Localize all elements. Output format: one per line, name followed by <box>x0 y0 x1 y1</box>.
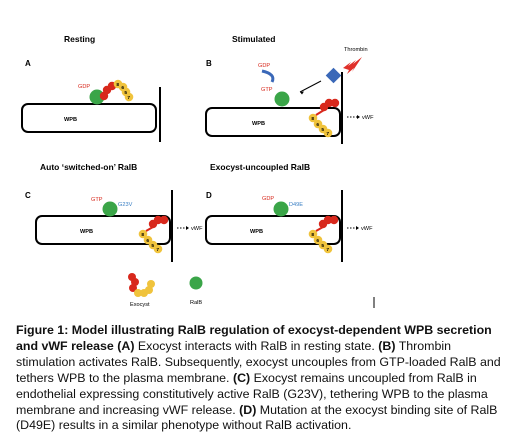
bead-number: 7 <box>326 247 329 253</box>
gtp-label: GTP <box>261 87 273 93</box>
caption-tag-b: (B) <box>378 338 396 353</box>
ralb-protein <box>274 91 290 107</box>
ralb-protein <box>273 201 289 217</box>
ralb-protein <box>102 201 118 217</box>
gdp-label: GDP <box>78 84 90 90</box>
vwf-label: vWF <box>361 226 373 232</box>
bead-number: 7 <box>156 247 159 253</box>
header-stimulated: Stimulated <box>232 34 275 44</box>
bead-number: 7 <box>127 95 130 101</box>
vwf-label: vWF <box>362 115 374 121</box>
bead-number: 6 <box>316 238 319 244</box>
exocyst-complex: 8 6 5 7 <box>308 215 339 254</box>
bead-number: 8 <box>116 82 119 88</box>
caption-text-d: Mutation at the exocyst binding site of … <box>16 402 498 433</box>
legend: Exocyst RalB <box>128 273 203 308</box>
gdp-release-arrow <box>261 69 275 83</box>
exocyst-complex: 8 6 5 7 <box>138 215 169 254</box>
legend-ralb-icon <box>189 276 203 290</box>
gdp-label: GDP <box>258 63 270 69</box>
ralb-protein <box>89 89 105 105</box>
bead-number: 5 <box>321 243 324 249</box>
legend-ralb-label: RalB <box>190 300 202 306</box>
d49e-label: D49E <box>289 202 303 208</box>
wpb-label: WPB <box>250 229 263 235</box>
header-auto-switched-on: Auto ‘switched-on’ RalB <box>40 162 137 172</box>
gtp-label: GTP <box>91 197 103 203</box>
panel-label-a: A <box>25 59 31 68</box>
panel-label-d: D <box>206 191 212 200</box>
wpb-label: WPB <box>80 229 93 235</box>
header-resting: Resting <box>64 34 95 44</box>
wpb-vesicle <box>21 103 157 133</box>
caption-text-b: Thrombin stimulation activates RalB. Sub… <box>16 338 501 385</box>
caption-tag-d: (D) <box>239 402 257 417</box>
gdp-label: GDP <box>262 196 274 202</box>
bead-number: 8 <box>311 116 314 122</box>
bead-number: 5 <box>321 127 324 133</box>
thrombin-receptor <box>325 67 342 84</box>
bead-number: 7 <box>326 131 329 137</box>
thrombin-bolt-icon <box>343 57 362 74</box>
panel-c: WPB GTP G23V 8 6 5 7 vWF <box>35 190 203 262</box>
g23v-label: G23V <box>118 202 133 208</box>
bead-number: 8 <box>311 232 314 238</box>
panel-d: WPB GDP D49E 8 6 5 7 vWF <box>205 190 373 262</box>
bead-number: 5 <box>124 90 127 96</box>
figure-caption: Figure 1: Model illustrating RalB regula… <box>16 323 510 434</box>
model-diagram: Resting Stimulated Auto ‘switched-on’ Ra… <box>21 34 375 308</box>
bead-number: 8 <box>141 232 144 238</box>
panel-label-c: C <box>25 191 31 200</box>
header-exocyst-uncoupled: Exocyst-uncoupled RalB <box>210 162 310 172</box>
panel-b: WPB Thrombin GDP GTP 8 6 5 7 vWF <box>205 47 374 144</box>
legend-exocyst-label: Exocyst <box>130 302 150 308</box>
wpb-vesicle <box>205 215 341 245</box>
thrombin-label: Thrombin <box>344 47 368 53</box>
wpb-vesicle <box>35 215 171 245</box>
wpb-label: WPB <box>252 121 265 127</box>
bead-number: 6 <box>316 122 319 128</box>
panel-label-b: B <box>206 59 212 68</box>
caption-tag-c: (C) <box>232 370 251 385</box>
panel-a: WPB GDP 8 6 5 7 <box>21 79 161 142</box>
caption-title: Figure 1: Model illustrating RalB regula… <box>16 323 492 353</box>
bead-number: 5 <box>151 243 154 249</box>
caption-text-a: Exocyst interacts with RalB in resting s… <box>137 338 375 353</box>
vwf-label: vWF <box>191 226 203 232</box>
bead-number: 6 <box>121 85 124 91</box>
caption-text-c: Exocyst remains uncoupled from RalB in e… <box>16 370 488 417</box>
caption-tag-a: (A) <box>117 338 135 353</box>
wpb-label: WPB <box>64 117 77 123</box>
exocyst-complex: 8 6 5 7 <box>99 79 134 102</box>
wpb-vesicle <box>205 107 341 137</box>
activation-arrow <box>299 80 322 93</box>
exocyst-complex: 8 6 5 7 <box>308 98 340 138</box>
bead-number: 6 <box>146 238 149 244</box>
legend-exocyst-icon <box>128 273 155 297</box>
